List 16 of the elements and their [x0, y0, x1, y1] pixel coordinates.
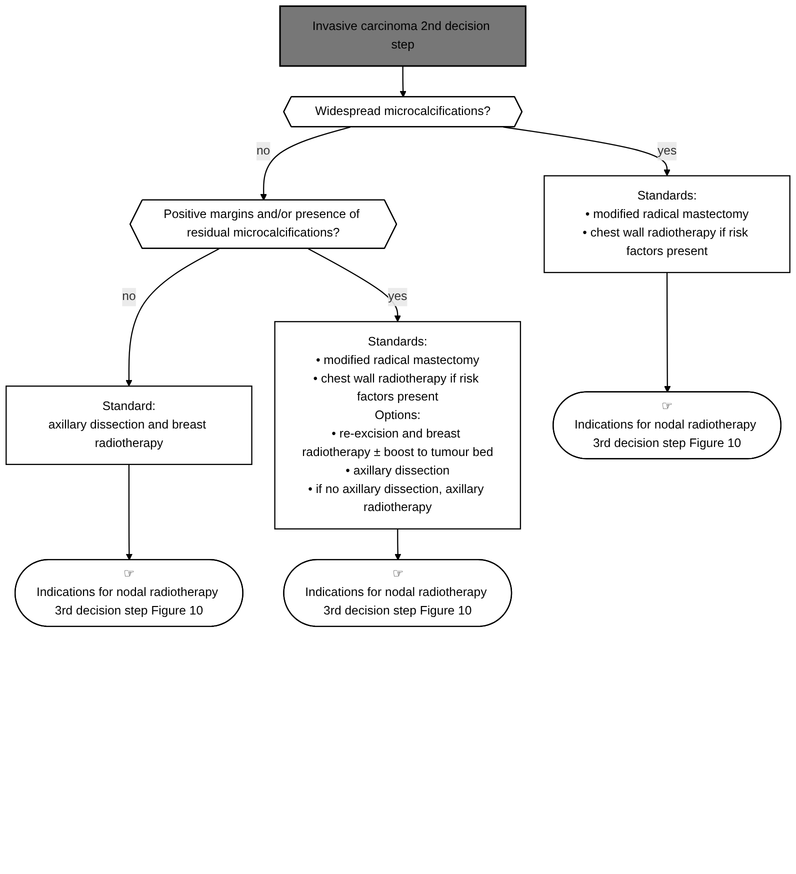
edge-label: yes	[657, 144, 677, 158]
arrow	[260, 126, 351, 201]
node-box: Standards: • modified radical mastectomy • chest wall radiotherapy if risk factors present Options: • re-excision and breast radiotherapy ± boost to tumour bed • axillary dissection • if no axillary dissection, axillary radiotherapy	[274, 321, 522, 530]
arrow	[308, 248, 402, 322]
edge-label: yes	[388, 290, 408, 304]
edge-label: no	[256, 144, 270, 158]
arrow	[126, 464, 133, 560]
arrow	[664, 272, 671, 393]
node-box: Standards: • modified radical mastectomy • chest wall radiotherapy if risk factors present	[544, 175, 790, 274]
node-box: Invasive carcinoma 2nd decision step	[279, 5, 526, 67]
arrow	[400, 66, 406, 98]
arrow	[394, 528, 402, 560]
node-box: Standard: axillary dissection and breast radiotherapy	[6, 386, 252, 465]
arrow	[126, 248, 220, 386]
arrow	[503, 126, 670, 176]
edge-label: no	[122, 290, 136, 304]
